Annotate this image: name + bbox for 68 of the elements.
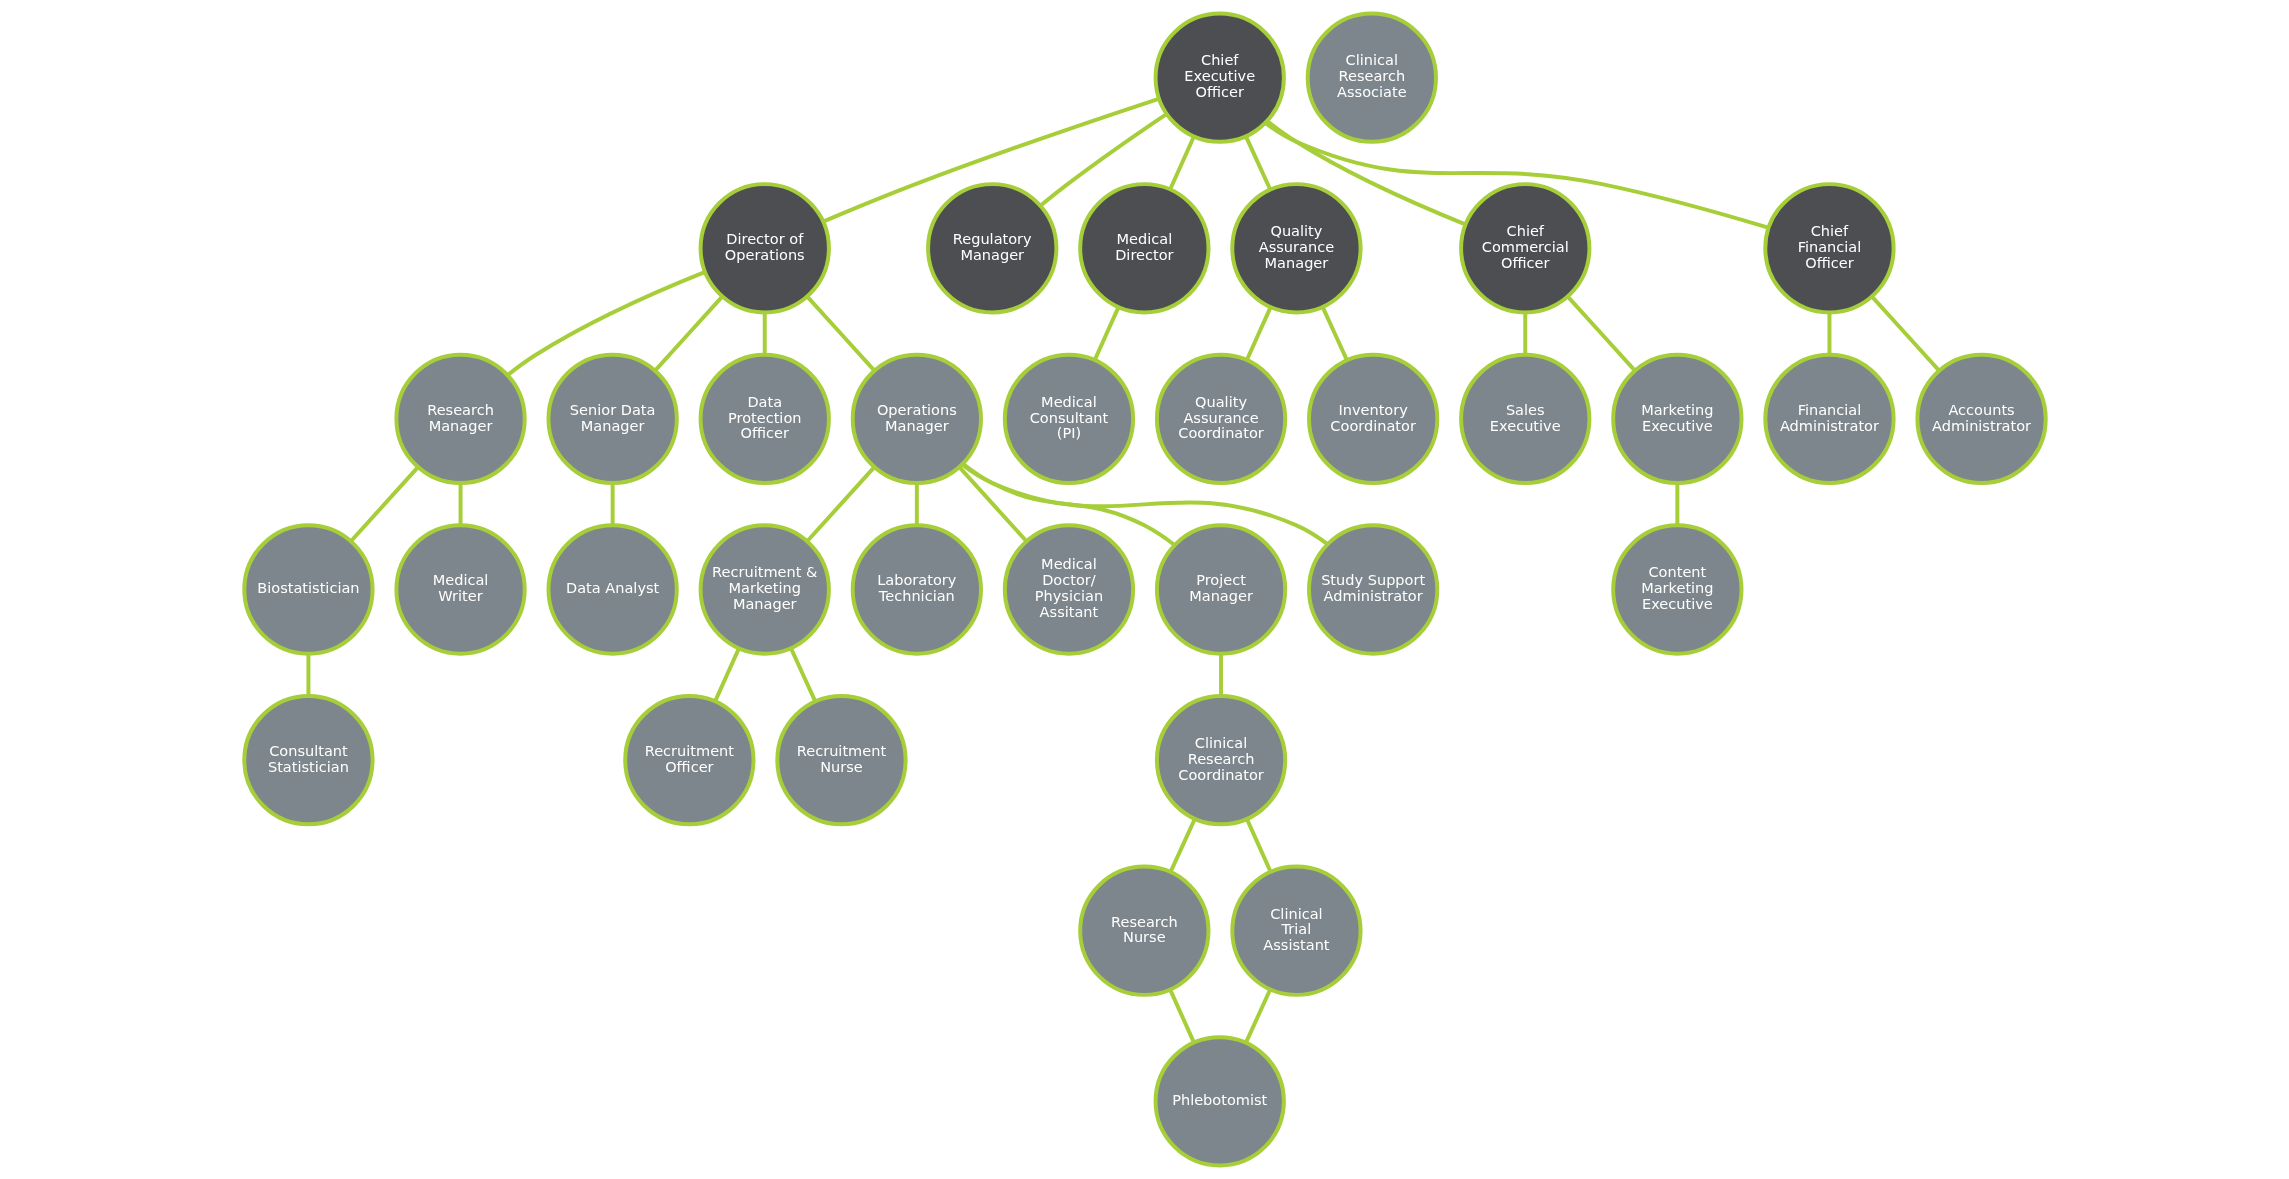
node-circle: Clinical Research Associate bbox=[1305, 11, 1438, 144]
node-circle: Data Protection Officer bbox=[698, 352, 831, 485]
connector bbox=[1092, 306, 1120, 361]
node-circle: Accounts Administrator bbox=[1914, 352, 2048, 485]
node-circle: Medical Director bbox=[1077, 182, 1210, 315]
connector bbox=[1522, 312, 1527, 355]
node-circle: Medical Consultant (PI) bbox=[1002, 352, 1135, 485]
connector bbox=[713, 647, 741, 702]
connector bbox=[957, 466, 1028, 543]
connector bbox=[1168, 817, 1197, 873]
connector bbox=[1320, 306, 1349, 361]
connector bbox=[1038, 112, 1168, 208]
connector bbox=[610, 483, 615, 525]
node-circle: Project Manager bbox=[1154, 523, 1287, 656]
node-circle: Laboratory Technician bbox=[850, 523, 983, 656]
connector bbox=[1243, 988, 1272, 1044]
connector bbox=[1826, 312, 1831, 355]
node-circle: Biostatistician bbox=[241, 523, 375, 656]
connector bbox=[960, 462, 1329, 546]
node-circle: Chief Executive Officer bbox=[1153, 11, 1286, 144]
node-circle: Regulatory Manager bbox=[925, 182, 1058, 315]
connector bbox=[1244, 818, 1272, 873]
connector bbox=[805, 295, 876, 372]
connector bbox=[762, 312, 767, 355]
node-circle: Chief Commercial Officer bbox=[1458, 182, 1591, 315]
connector bbox=[788, 647, 817, 702]
connector bbox=[1218, 653, 1223, 696]
node-circle: Inventory Coordinator bbox=[1306, 352, 1439, 485]
node-circle: Research Nurse bbox=[1077, 864, 1210, 997]
node-circle: Content Marketing Executive bbox=[1610, 523, 1743, 656]
connector bbox=[914, 483, 919, 525]
node-circle: Sales Executive bbox=[1458, 352, 1591, 485]
connector bbox=[1243, 135, 1272, 191]
connector bbox=[506, 270, 705, 377]
node-circle: Recruitment Officer bbox=[622, 694, 755, 827]
node-circle: Director of Operations bbox=[698, 182, 831, 315]
node-circle: Senior Data Manager bbox=[546, 352, 679, 485]
node-circle: Marketing Executive bbox=[1610, 352, 1743, 485]
connector bbox=[821, 96, 1159, 224]
node-circle: Financial Administrator bbox=[1762, 352, 1896, 485]
connector bbox=[1263, 121, 1769, 230]
node-circle: Study Support Administrator bbox=[1306, 523, 1439, 656]
connector bbox=[458, 483, 463, 525]
connector bbox=[1168, 135, 1196, 190]
node-circle: Clinical Research Coordinator bbox=[1154, 694, 1287, 827]
node-circle: Consultant Statistician bbox=[241, 694, 375, 827]
node-circle: Operations Manager bbox=[850, 352, 983, 485]
node-circle: Quality Assurance Manager bbox=[1229, 182, 1363, 315]
connector bbox=[1265, 119, 1466, 227]
node-circle: Quality Assurance Coordinator bbox=[1154, 352, 1287, 485]
node-circle: Recruitment Nurse bbox=[774, 694, 908, 827]
connector bbox=[348, 466, 419, 543]
node-circle: Research Manager bbox=[393, 352, 527, 485]
connector bbox=[1870, 295, 1941, 372]
node-circle: Clinical Trial Assistant bbox=[1229, 864, 1363, 997]
node-circle: Data Analyst bbox=[546, 523, 679, 656]
node-circle: Phlebotomist bbox=[1153, 1035, 1286, 1168]
connector bbox=[305, 653, 310, 696]
connector bbox=[1674, 483, 1679, 525]
connector bbox=[805, 466, 876, 543]
node-circle: Medical Writer bbox=[393, 523, 527, 656]
node-circle: Chief Financial Officer bbox=[1762, 182, 1896, 315]
connector bbox=[1167, 989, 1196, 1043]
node-circle: Medical Doctor/ Physician Assitant bbox=[1002, 523, 1135, 656]
connector bbox=[1244, 306, 1272, 361]
connector bbox=[653, 295, 723, 372]
node-circle: Recruitment & Marketing Manager bbox=[698, 523, 831, 656]
connector bbox=[1566, 295, 1636, 372]
